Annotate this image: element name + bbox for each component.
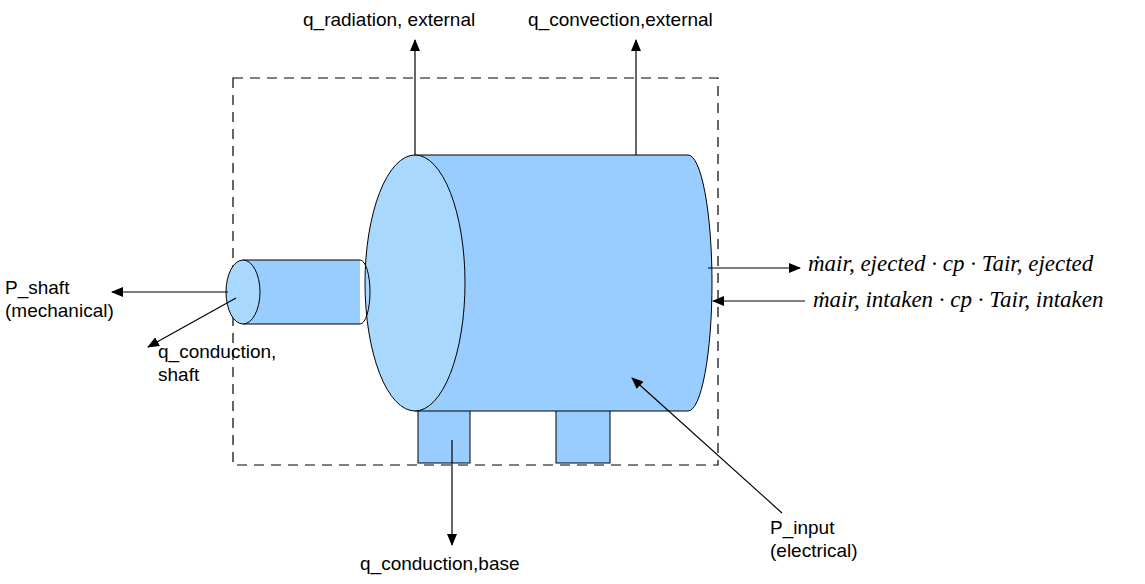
flow-label: q_conduction,base — [360, 552, 590, 575]
shaft-conduction-arrow — [148, 298, 236, 347]
flow-label: q_convection,external — [528, 8, 758, 31]
convection-arrow — [635, 40, 636, 155]
flow-label: q_conduction, shaft — [158, 340, 283, 386]
shaft-outline — [243, 260, 370, 324]
shaft-power-arrow — [112, 291, 228, 292]
motor-front-face — [365, 155, 465, 411]
flow-label: P_shaft (mechanical) — [5, 276, 115, 322]
shaft-body — [243, 260, 360, 324]
ejected-air-arrow — [708, 267, 800, 268]
flow-label: P_input (electrical) — [770, 516, 880, 562]
electrical-input-arrow — [632, 378, 782, 513]
control-volume — [233, 78, 718, 465]
flow-equation: ṁair, ejected · cp · Tair, ejected — [808, 252, 1093, 275]
base-conduction-arrow — [451, 440, 452, 545]
flow-equation: ṁair, intaken · cp · Tair, intaken — [813, 288, 1103, 311]
shaft-end — [226, 260, 260, 324]
radiation-arrow — [414, 40, 415, 155]
flow-label: q_radiation, external — [303, 8, 533, 31]
intaken-air-arrow — [713, 300, 805, 301]
